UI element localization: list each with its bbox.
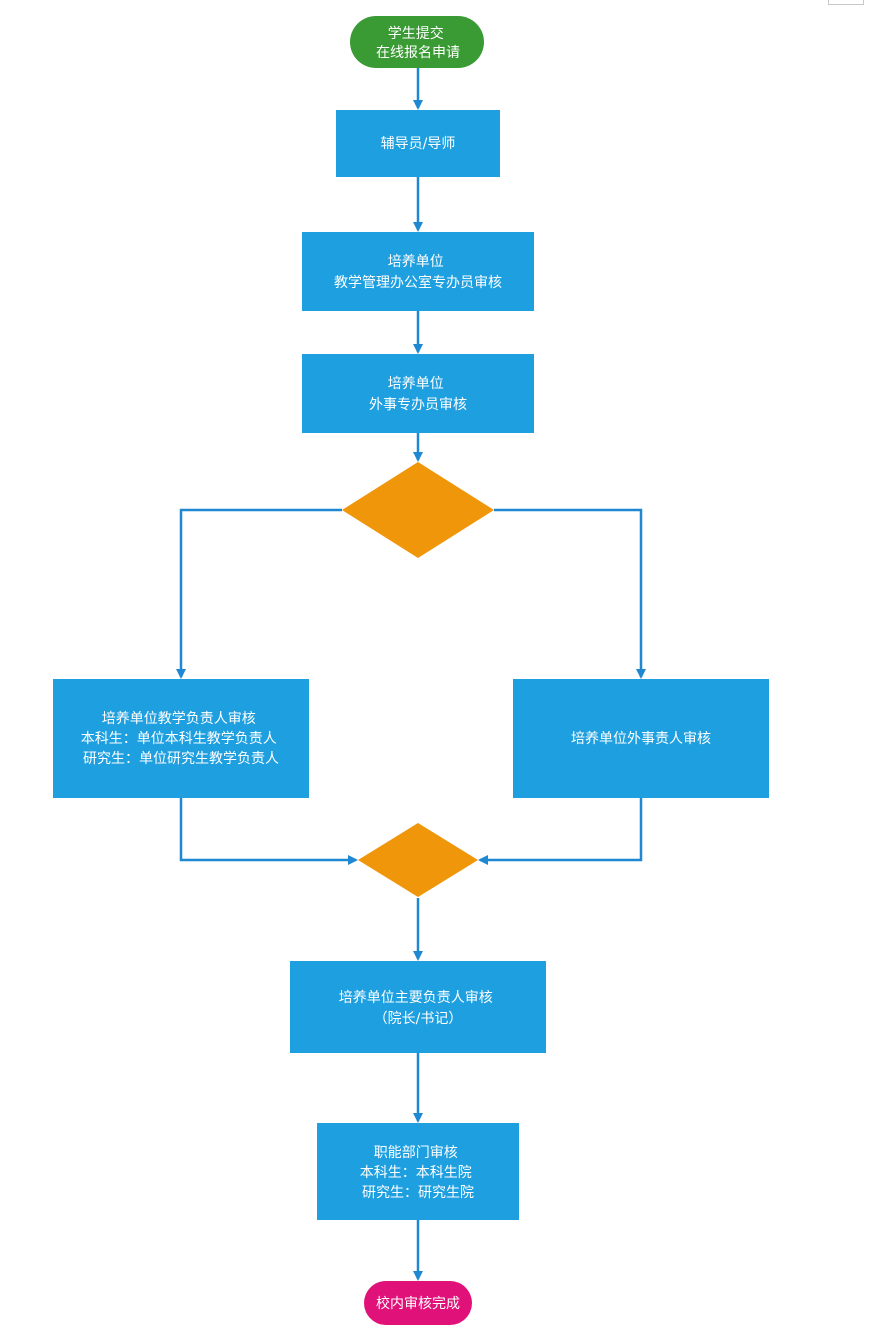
arrow-decision-to-foreign-affairs-head	[494, 508, 646, 679]
svg-text:职能部门审核 本科生：本科生院 研究: 职能部门审核 本科生：本科生院 研究生：研究生院	[360, 1145, 476, 1201]
node-end: 校内审核完成	[364, 1281, 472, 1325]
teaching-head-line-2: 本科生：单位本科生教学负责人	[81, 731, 277, 747]
merge-diamond	[358, 823, 478, 897]
teaching-head-line-1: 培养单位教学负责人审核	[102, 711, 256, 727]
foreign-affairs-head-box	[513, 679, 769, 798]
end-line-1: 校内审核完成	[376, 1295, 460, 1312]
arrow-teaching-head-to-merge	[179, 798, 358, 865]
node-foreign-affairs-officer: 培养单位 外事专办员审核	[302, 354, 534, 433]
svg-text:培养单位外事责人审核: 培养单位外事责人审核	[571, 731, 711, 747]
start-line-2: 在线报名申请	[376, 45, 460, 61]
svg-text:培养单位 外事专办员审核: 培养单位 外事专办员审核	[369, 376, 467, 413]
corner-box	[828, 0, 864, 5]
node-teaching-head: 培养单位教学负责人审核 本科生：单位本科生教学负责人 研究生：单位研究生教学负责…	[53, 679, 309, 798]
functional-dept-line-2: 本科生：本科生院	[360, 1165, 472, 1181]
svg-text:培养单位教学负责人审核 本科生：单位本科生教学负: 培养单位教学负责人审核 本科生：单位本科生教学负责人 研究生：单位研究生教学负责…	[81, 711, 281, 767]
connectors	[176, 68, 646, 1281]
counselor-line-1: 辅导员/导师	[381, 136, 456, 152]
svg-text:学生提交 在线报名申请: 学生提交 在线报名申请	[376, 25, 460, 61]
foreign-affairs-officer-line-2: 外事专办员审核	[369, 397, 467, 413]
node-foreign-affairs-head: 培养单位外事责人审核	[513, 679, 769, 798]
start-line-1: 学生提交	[388, 25, 444, 42]
teaching-head-line-3: 研究生：单位研究生教学负责人	[83, 751, 279, 767]
main-head-box	[290, 961, 546, 1053]
end-terminator	[364, 1281, 472, 1325]
decision-diamond	[342, 462, 494, 558]
foreign-affairs-head-line-1: 培养单位外事责人审核	[571, 731, 711, 747]
functional-dept-line-3: 研究生：研究生院	[362, 1185, 474, 1201]
node-start: 学生提交 在线报名申请	[350, 16, 484, 68]
main-head-line-2: （院长/书记）	[374, 1011, 463, 1027]
teaching-head-box	[53, 679, 309, 798]
teaching-office-line-1: 培养单位	[388, 254, 444, 270]
svg-text:培养单位 教学管理办公室专办员审核: 培养单位 教学管理办公室专办员审核	[334, 254, 502, 291]
teaching-office-box	[302, 232, 534, 311]
node-teaching-office: 培养单位 教学管理办公室专办员审核	[302, 232, 534, 311]
main-head-line-1: 培养单位主要负责人审核	[339, 990, 493, 1006]
arrow-foreign-affairs-head-to-merge	[478, 798, 643, 865]
arrow-decision-to-teaching-head	[176, 508, 342, 679]
node-counselor: 辅导员/导师	[336, 110, 500, 177]
foreign-affairs-officer-box	[302, 354, 534, 433]
node-main-head: 培养单位主要负责人审核 （院长/书记）	[290, 961, 546, 1053]
svg-text:培养单位主要负责人审核 （院长/书记）: 培养单位主要负责人审核 （院长/书记）	[339, 990, 497, 1027]
functional-dept-line-1: 职能部门审核	[374, 1145, 458, 1161]
counselor-box	[336, 110, 500, 177]
functional-dept-box	[317, 1123, 519, 1220]
svg-text:辅导员/导师: 辅导员/导师	[381, 136, 456, 152]
svg-text:校内审核完成: 校内审核完成	[376, 1295, 460, 1312]
teaching-office-line-2: 教学管理办公室专办员审核	[334, 274, 502, 291]
node-functional-dept: 职能部门审核 本科生：本科生院 研究生：研究生院	[317, 1123, 519, 1220]
foreign-affairs-officer-line-1: 培养单位	[388, 376, 444, 392]
start-terminator	[350, 16, 484, 68]
